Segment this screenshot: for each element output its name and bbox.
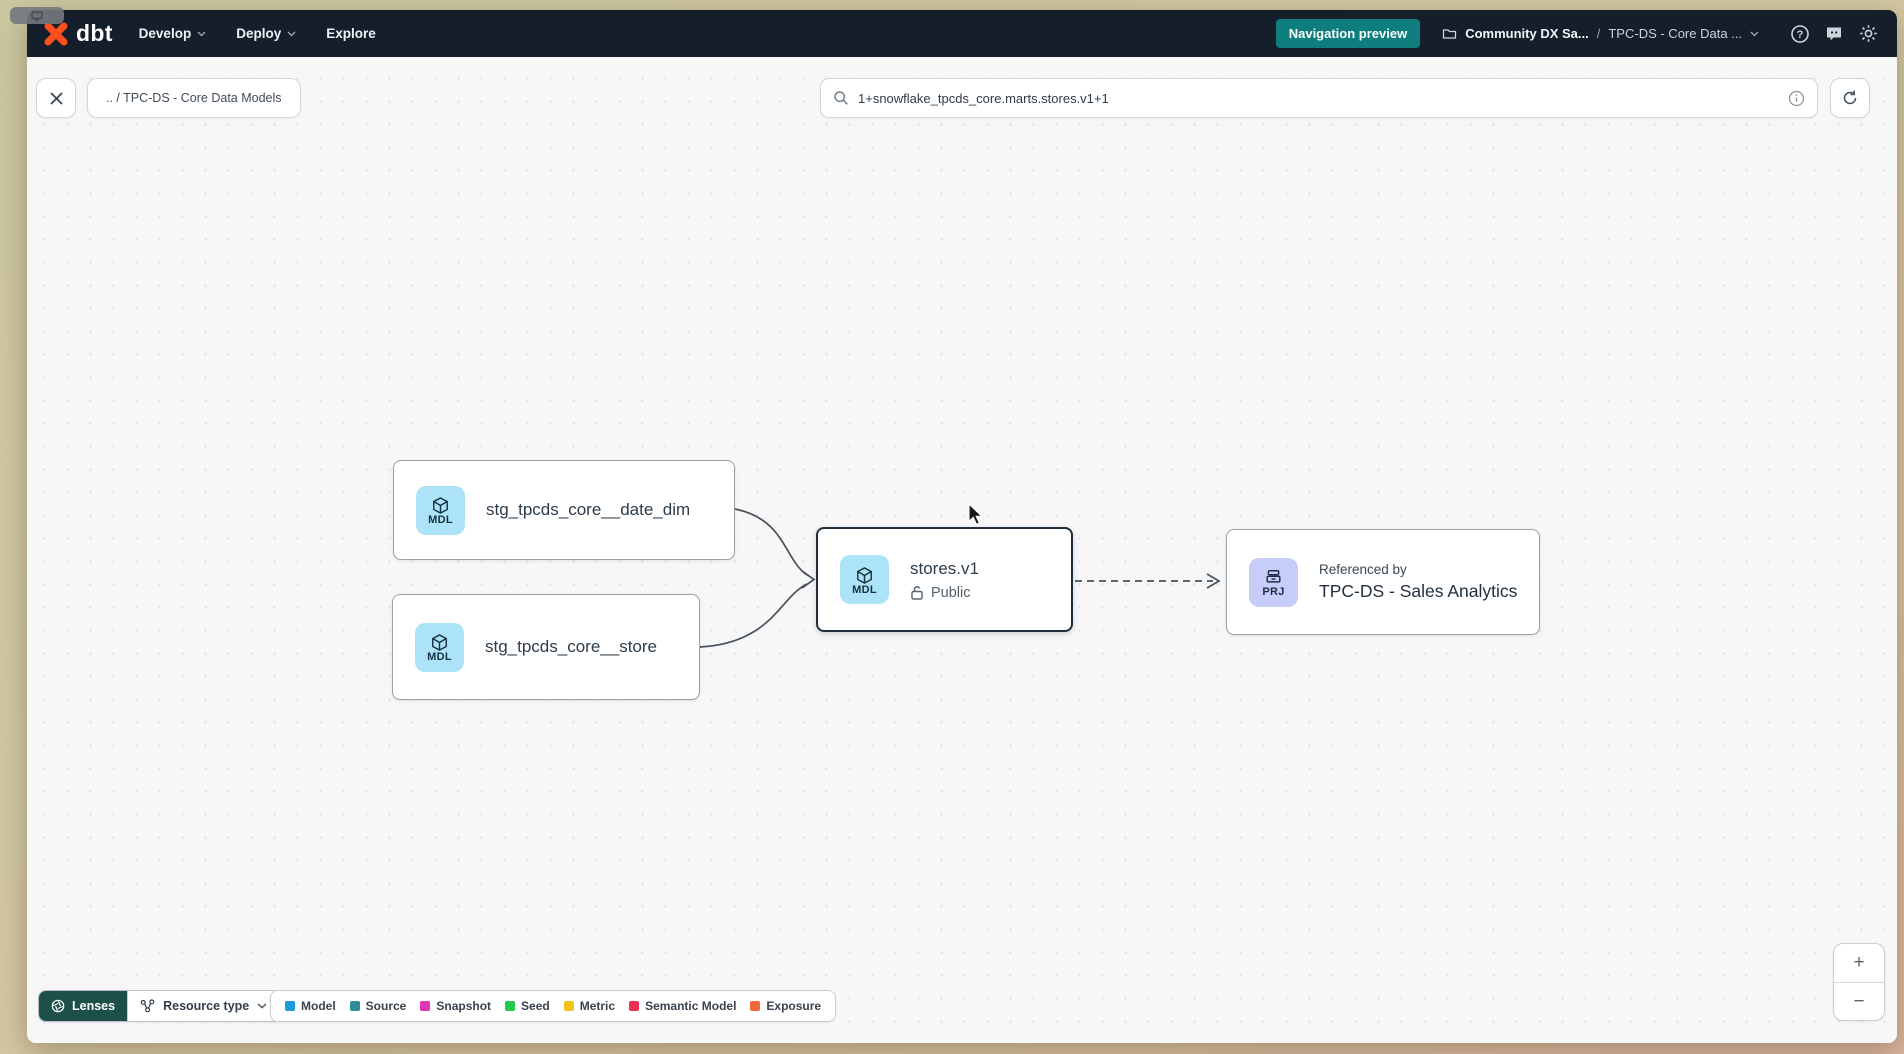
gear-icon	[1859, 25, 1877, 42]
lens-aperture-icon	[51, 999, 65, 1013]
settings-button[interactable]	[1855, 21, 1881, 47]
nav-menu-deploy[interactable]: Deploy	[236, 26, 296, 41]
node-stg-tpcds-core-date-dim[interactable]: MDL stg_tpcds_core__date_dim	[393, 460, 735, 560]
breadcrumb[interactable]: Community DX Sa... / TPC-DS - Core Data …	[1442, 26, 1759, 41]
dbt-logo-icon	[44, 22, 68, 45]
edge-date-dim-to-stores	[734, 508, 808, 576]
graph-nodes-icon	[140, 999, 155, 1013]
cube-icon	[433, 497, 448, 514]
node-title: TPC-DS - Sales Analytics	[1319, 581, 1518, 601]
legend-item-seed: Seed	[505, 999, 550, 1013]
legend-swatch	[420, 1001, 431, 1011]
folder-icon	[1443, 29, 1457, 39]
edge-arrowhead	[801, 570, 816, 589]
legend-item-exposure: Exposure	[750, 999, 821, 1013]
breadcrumb-project[interactable]: TPC-DS - Core Data ...	[1608, 26, 1742, 41]
node-text: stg_tpcds_core__date_dim	[486, 500, 690, 520]
chevron-down-icon	[197, 31, 206, 36]
node-visibility: Public	[910, 585, 979, 601]
lineage-search	[820, 78, 1818, 118]
project-icon-badge: PRJ	[1249, 557, 1298, 607]
screen-icon	[31, 10, 43, 21]
legend-item-snapshot: Snapshot	[420, 999, 491, 1013]
legend-item-metric: Metric	[563, 999, 615, 1013]
legend-swatch	[285, 1001, 295, 1011]
node-pretitle: Referenced by	[1319, 562, 1407, 577]
zoom-controls: + −	[1833, 943, 1885, 1021]
legend-item-model: Model	[285, 999, 336, 1013]
node-stores-v1[interactable]: MDL stores.v1 Public	[816, 527, 1073, 632]
edge-store-to-stores	[699, 583, 808, 648]
zoom-in-button[interactable]: +	[1853, 952, 1865, 973]
lineage-canvas[interactable]: .. / TPC-DS - Core Data Models MDL stg_t…	[27, 57, 1897, 1043]
node-title: stg_tpcds_core__store	[485, 637, 657, 656]
refresh-icon	[1843, 90, 1857, 105]
legend-swatch	[750, 1001, 761, 1011]
lineage-breadcrumb-chip[interactable]: .. / TPC-DS - Core Data Models	[87, 78, 301, 118]
chevron-down-icon	[287, 31, 296, 36]
legend-swatch	[563, 1001, 574, 1011]
app-window: dbt Develop Deploy Explore Navigation pr…	[27, 10, 1897, 1043]
node-text: stg_tpcds_core__store	[485, 637, 657, 657]
search-input[interactable]	[858, 90, 1779, 106]
model-icon-badge: MDL	[416, 485, 465, 535]
chevron-down-icon	[257, 1003, 267, 1009]
close-lineage-button[interactable]	[36, 78, 76, 118]
dbt-logo-text: dbt	[76, 20, 113, 46]
node-tpcds-sales-analytics-project[interactable]: PRJ Referenced by TPC-DS - Sales Analyti…	[1226, 529, 1540, 635]
zoom-out-button[interactable]: −	[1834, 982, 1884, 1020]
legend-item-semantic-model: Semantic Model	[629, 999, 736, 1013]
legend-swatch	[629, 1001, 640, 1011]
navigation-preview-badge[interactable]: Navigation preview	[1275, 19, 1421, 48]
legend-swatch	[505, 1001, 516, 1011]
dbt-logo[interactable]: dbt	[43, 20, 113, 47]
resource-type-dropdown[interactable]: Resource type	[127, 991, 280, 1021]
node-text: Referenced by TPC-DS - Sales Analytics	[1319, 562, 1517, 602]
resource-type-legend: Model Source Snapshot Seed Metric Semant…	[270, 990, 837, 1022]
help-icon: ?	[1791, 24, 1809, 43]
lenses-button[interactable]: Lenses	[39, 991, 128, 1021]
archive-stack-icon	[1266, 570, 1281, 583]
info-icon[interactable]	[1788, 90, 1805, 107]
search-icon	[834, 91, 848, 105]
edge-arrowhead	[1206, 573, 1221, 589]
legend-swatch	[349, 1001, 360, 1011]
lineage-edges	[699, 508, 1221, 648]
svg-text:?: ?	[1797, 29, 1804, 41]
legend-item-source: Source	[349, 999, 406, 1013]
model-icon-badge: MDL	[415, 622, 464, 672]
lenses-control-group: Lenses Resource type	[38, 990, 281, 1022]
close-icon	[49, 91, 63, 105]
feedback-button[interactable]	[1821, 21, 1847, 47]
cube-icon	[432, 634, 447, 651]
node-title: stores.v1	[910, 558, 979, 578]
node-text: stores.v1 Public	[910, 559, 979, 601]
nav-menu-explore[interactable]: Explore	[326, 26, 376, 41]
model-icon-badge: MDL	[840, 555, 889, 604]
chevron-down-icon	[1750, 31, 1759, 36]
breadcrumb-account[interactable]: Community DX Sa...	[1465, 26, 1589, 41]
chat-bubble-icon	[1827, 27, 1841, 40]
screen-capture-pill[interactable]	[10, 7, 64, 24]
top-navbar: dbt Develop Deploy Explore Navigation pr…	[27, 10, 1897, 57]
node-stg-tpcds-core-store[interactable]: MDL stg_tpcds_core__store	[392, 594, 700, 700]
refresh-lineage-button[interactable]	[1830, 78, 1870, 118]
cube-icon	[857, 566, 872, 584]
node-title: stg_tpcds_core__date_dim	[486, 500, 691, 519]
mouse-cursor	[968, 503, 984, 526]
unlock-icon	[911, 586, 923, 600]
nav-menu-develop[interactable]: Develop	[139, 26, 207, 41]
breadcrumb-separator: /	[1596, 26, 1601, 41]
help-button[interactable]: ?	[1787, 21, 1813, 47]
